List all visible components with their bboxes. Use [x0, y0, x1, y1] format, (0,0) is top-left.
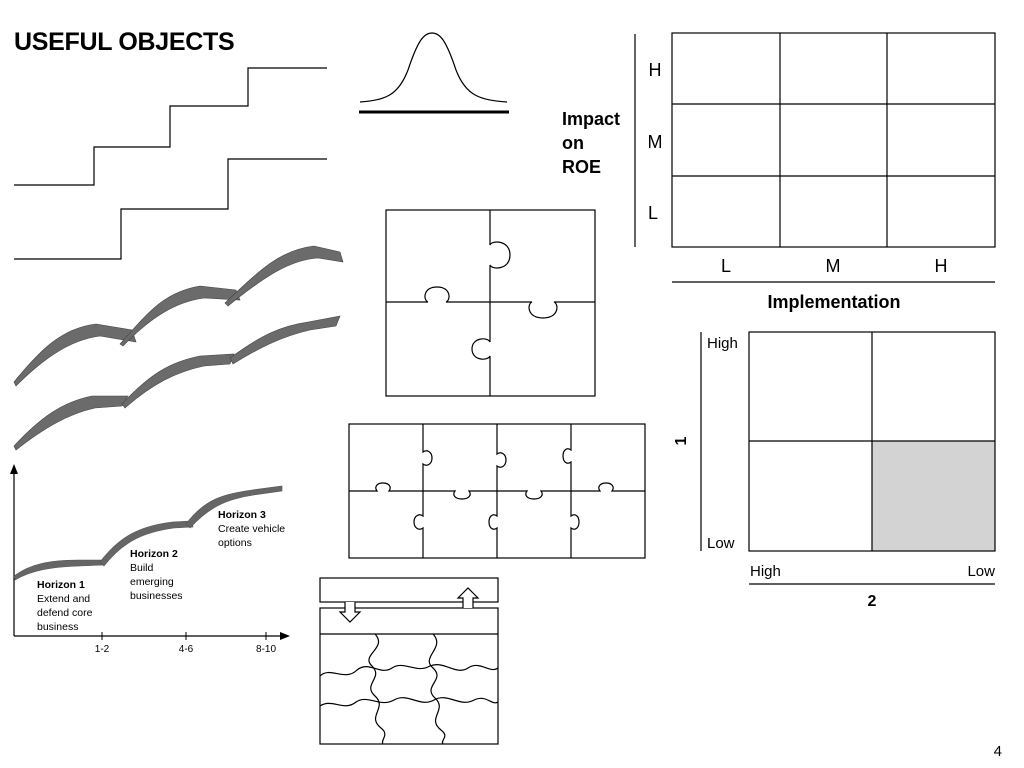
- horizon-3-desc: Create vehicle: [218, 523, 285, 535]
- horizon-2-title: Horizon 2: [130, 548, 178, 560]
- matrix-3x3-col-label: L: [721, 256, 731, 276]
- matrix-3x3: Impact on ROE H M L L M H Implementation: [562, 32, 996, 312]
- matrix-3x3-y-axis-label: Impact: [562, 109, 620, 129]
- horizon-2-desc: businesses: [130, 590, 183, 602]
- matrix-3x3-y-axis-label: ROE: [562, 157, 601, 177]
- matrix-2x2: High Low 1 High Low 2: [673, 331, 996, 610]
- bell-curve: [359, 32, 509, 114]
- horizon-1-curve: [13, 559, 105, 581]
- matrix-3x3-row-label: M: [648, 132, 663, 152]
- up-arrow-icon: [456, 587, 480, 608]
- puzzle-four-piece: [385, 209, 596, 397]
- horizon-1-desc: business: [37, 621, 78, 633]
- matrix-2x2-x-right-label: Low: [967, 563, 995, 580]
- matrix-3x3-x-axis-label: Implementation: [767, 292, 900, 312]
- horizon-2-desc: emerging: [130, 576, 174, 588]
- x-tick-label: 1-2: [95, 644, 110, 655]
- puzzle-eight-piece: [348, 423, 646, 559]
- page-number: 4: [993, 743, 1002, 760]
- horizon-1-title: Horizon 1: [37, 579, 85, 591]
- staircase-lower: [14, 158, 327, 260]
- matrix-2x2-x-left-label: High: [750, 563, 781, 580]
- slide-title: USEFUL OBJECTS: [14, 28, 235, 56]
- x-axis-arrow: [280, 632, 290, 640]
- horizon-1-desc: defend core: [37, 607, 93, 619]
- horizon-3-desc: options: [218, 537, 252, 549]
- puzzle-jigsaw-with-arrows: [319, 577, 499, 745]
- three-horizons-chart: 1-2 4-6 8-10 Horizon 1 Extend and defend…: [10, 464, 290, 655]
- horizon-3-title: Horizon 3: [218, 509, 266, 521]
- horizon-1-desc: Extend and: [37, 593, 90, 605]
- y-axis-arrow: [10, 464, 18, 474]
- horizon-3-curve: [185, 485, 283, 529]
- x-tick-label: 8-10: [256, 644, 276, 655]
- matrix-3x3-y-axis-label: on: [562, 133, 584, 153]
- matrix-3x3-row-label: L: [648, 203, 658, 223]
- matrix-2x2-y-axis-label: 1: [673, 436, 690, 445]
- matrix-3x3-col-label: M: [826, 256, 841, 276]
- x-tick-label: 4-6: [179, 644, 194, 655]
- horizon-2-curve: [99, 520, 194, 567]
- matrix-3x3-row-label: H: [649, 60, 662, 80]
- s-curves-upper: [13, 245, 344, 387]
- matrix-3x3-grid: [671, 32, 996, 248]
- matrix-2x2-x-axis-label: 2: [868, 593, 877, 610]
- matrix-2x2-highlight-cell: [872, 441, 995, 551]
- horizon-2-desc: Build: [130, 562, 154, 574]
- staircase-upper: [14, 67, 327, 186]
- down-arrow-icon: [338, 602, 362, 623]
- matrix-2x2-y-top-label: High: [707, 335, 738, 352]
- s-curves-lower: [13, 315, 341, 451]
- matrix-2x2-y-bottom-label: Low: [707, 535, 735, 552]
- matrix-3x3-col-label: H: [935, 256, 948, 276]
